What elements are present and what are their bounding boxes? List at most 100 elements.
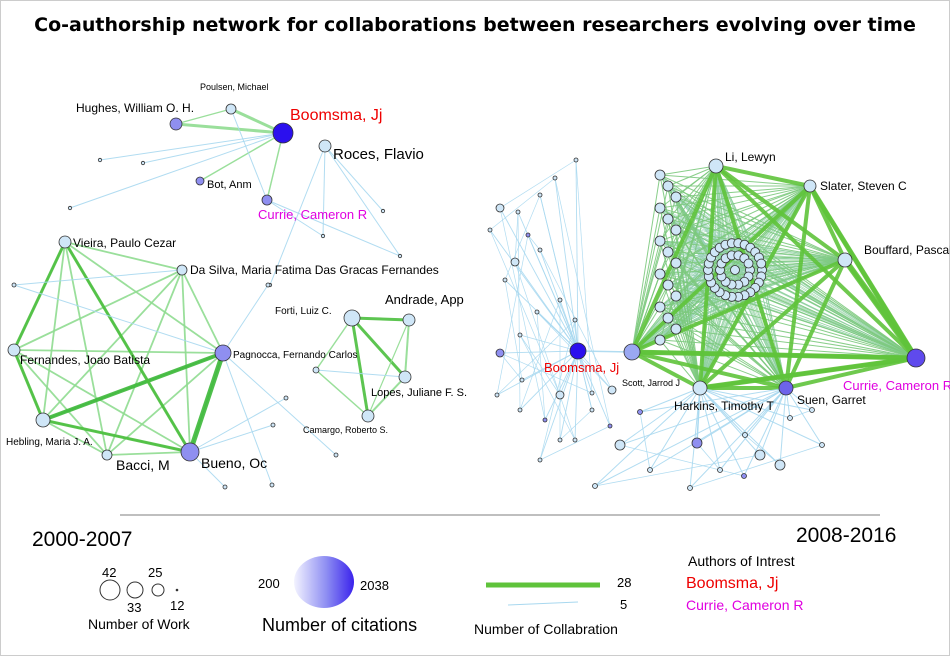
network-node-small	[809, 407, 815, 413]
network-edge	[504, 279, 523, 381]
network-edge	[13, 349, 191, 453]
network-edge	[631, 240, 661, 353]
node-harkins	[692, 380, 708, 396]
network-node-small	[557, 297, 563, 303]
network-node-small	[494, 392, 500, 398]
network-edge	[539, 425, 611, 461]
network-edge	[496, 234, 529, 396]
legend-citation-gradient	[294, 556, 354, 608]
network-edge	[42, 269, 183, 421]
network-node-small	[555, 390, 565, 400]
network-edge	[13, 284, 224, 354]
network-edge	[699, 387, 745, 477]
network-edge	[577, 350, 593, 411]
network-edge	[784, 259, 847, 389]
network-node-hub	[670, 191, 682, 203]
network-edge	[699, 258, 745, 389]
network-node-small	[265, 282, 271, 288]
network-node-hub	[654, 202, 666, 214]
legend-collab-max: 28	[617, 575, 631, 590]
network-edge	[699, 387, 823, 446]
network-edge	[699, 387, 791, 419]
network-edge	[230, 108, 268, 201]
node-roces	[318, 139, 332, 153]
node-lopes	[398, 370, 412, 384]
network-edge	[514, 261, 576, 441]
network-node-hub	[662, 312, 674, 324]
network-edge	[659, 174, 846, 261]
network-edge	[699, 355, 917, 391]
legend-work-value-25: 25	[148, 565, 162, 580]
network-edge	[659, 165, 717, 176]
network-edge	[659, 174, 917, 359]
network-edge	[13, 349, 224, 354]
label-poulsen: Poulsen, Michael	[200, 82, 269, 92]
network-edge	[181, 269, 191, 453]
network-edge	[315, 317, 353, 371]
network-node-small	[573, 157, 579, 163]
label-dasilva: Da Silva, Maria Fatima Das Gracas Fernan…	[190, 263, 439, 277]
network-edge	[189, 397, 287, 453]
node-boomsma-right	[569, 342, 587, 360]
network-edge	[577, 350, 613, 391]
node-bouffard	[837, 252, 853, 268]
network-edge	[743, 387, 787, 477]
network-edge	[594, 387, 701, 487]
network-node-small	[495, 348, 505, 358]
legend-interest: Authors of Intrest Boomsma, Jj Currie, C…	[686, 553, 803, 613]
network-edge	[13, 349, 108, 456]
network-edge	[619, 444, 745, 477]
network-edge	[63, 241, 192, 453]
network-node-small	[140, 160, 146, 166]
legend-work-circle-12	[175, 588, 179, 592]
network-edge	[675, 328, 701, 389]
network-edge	[106, 451, 191, 456]
legend-collab-title: Number of Collabration	[474, 621, 618, 637]
network-edge	[659, 185, 811, 209]
label-roces: Roces, Flavio	[333, 146, 424, 163]
network-edge	[499, 207, 546, 421]
network-edge	[659, 165, 717, 242]
network-node-hub	[662, 180, 674, 192]
node-pagnocca	[214, 344, 232, 362]
network-edge	[527, 234, 541, 251]
network-edge	[619, 387, 787, 446]
node-poulsen	[225, 103, 237, 115]
network-node-small	[11, 282, 17, 288]
network-node-ring	[756, 258, 767, 269]
network-node-small	[534, 309, 540, 315]
network-edge	[12, 349, 45, 421]
network-node-ring	[730, 265, 740, 275]
label-vieira: Vieira, Paulo Cezar	[73, 236, 176, 250]
network-edge	[64, 241, 108, 456]
period-left-label: 2000-2007	[32, 528, 132, 551]
network-edge	[714, 164, 918, 360]
network-node-small	[380, 208, 386, 214]
network-node-small	[269, 482, 275, 488]
network-node-small	[537, 247, 543, 253]
legend-collab: 28 5 Number of Collabration	[474, 575, 631, 637]
network-edge	[519, 299, 561, 411]
network-edge	[499, 350, 579, 354]
network-edge	[577, 350, 633, 353]
network-node-small	[333, 452, 339, 458]
network-node-small	[495, 203, 505, 213]
label-boomsma-left: Boomsma, Jj	[290, 107, 382, 124]
network-edge	[631, 174, 661, 353]
network-node-small	[502, 277, 508, 283]
network-edge	[269, 145, 326, 286]
network-edge	[199, 132, 284, 182]
network-edge	[667, 185, 917, 359]
network-node-small	[614, 439, 626, 451]
network-edge	[404, 319, 410, 378]
network-node-small	[754, 449, 766, 461]
edges-layer	[12, 107, 919, 489]
nodes-layer	[7, 103, 926, 491]
network-node-small	[717, 467, 723, 473]
legend-interest-author2: Currie, Cameron R	[686, 597, 803, 613]
label-camargo: Camargo, Roberto S.	[303, 425, 388, 435]
network-edge	[649, 387, 701, 471]
network-node-small	[312, 366, 320, 374]
network-edge	[64, 241, 183, 271]
network-edge	[760, 263, 787, 389]
